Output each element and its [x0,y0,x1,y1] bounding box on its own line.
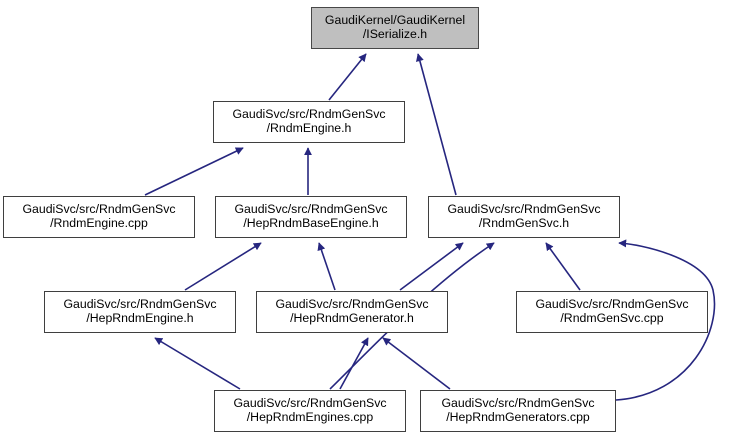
node-label-line2: /HepRndmBaseEngine.h [243,216,379,230]
node-rndmgensvc-cpp[interactable]: GaudiSvc/src/RndmGenSvc /RndmGenSvc.cpp [516,291,708,333]
node-rndmengine-cpp[interactable]: GaudiSvc/src/RndmGenSvc /RndmEngine.cpp [3,196,195,238]
node-heprndmengine-h[interactable]: GaudiSvc/src/RndmGenSvc /HepRndmEngine.h [44,291,236,333]
node-heprndmgenerator-h[interactable]: GaudiSvc/src/RndmGenSvc /HepRndmGenerato… [256,291,448,333]
node-label-line1: GaudiSvc/src/RndmGenSvc [232,107,386,122]
node-label-line1: GaudiSvc/src/RndmGenSvc [63,297,217,312]
edge-rndmengine_cpp-to-rndmengine_h [144,147,244,196]
node-label-line2: /RndmEngine.cpp [50,216,148,230]
node-label-line1: GaudiSvc/src/RndmGenSvc [22,202,176,217]
edge-heprndmengine_h-to-heprndmbaseengine_h [184,242,262,291]
node-label-line1: GaudiSvc/src/RndmGenSvc [234,202,388,217]
node-heprndmbaseengine-h[interactable]: GaudiSvc/src/RndmGenSvc /HepRndmBaseEngi… [215,196,407,238]
node-label-line1: GaudiSvc/src/RndmGenSvc [275,297,429,312]
node-label-line1: GaudiSvc/src/RndmGenSvc [441,396,595,411]
node-label-line1: GaudiSvc/src/RndmGenSvc [535,297,689,312]
edge-heprndmgenerator_h-to-rndmgensvc_h [399,242,464,291]
node-label-line2: /HepRndmGenerator.h [290,311,414,325]
node-iserialize-h[interactable]: GaudiKernel/GaudiKernel /ISerialize.h [311,7,479,49]
node-rndmengine-h[interactable]: GaudiSvc/src/RndmGenSvc /RndmEngine.h [213,101,405,143]
node-heprndmengines-cpp[interactable]: GaudiSvc/src/RndmGenSvc /HepRndmEngines.… [214,390,406,432]
edge-rndmgensvc_h-to-iserialize [416,53,457,196]
node-rndmgensvc-h[interactable]: GaudiSvc/src/RndmGenSvc /RndmGenSvc.h [428,196,620,238]
edge-heprndmengines_cpp-to-heprndmgenerator_h [339,337,369,390]
edge-heprndmgenerator_h-to-heprndmbaseengine_h [317,242,336,291]
edge-heprndmengines_cpp-to-heprndmengine_h [154,337,241,390]
node-label-line1: GaudiSvc/src/RndmGenSvc [447,202,601,217]
edge-rndmengine_h-to-iserialize [328,53,367,101]
node-heprndmgenerators-cpp[interactable]: GaudiSvc/src/RndmGenSvc /HepRndmGenerato… [420,390,616,432]
node-label-line2: /HepRndmGenerators.cpp [446,410,590,424]
node-label-line2: /ISerialize.h [362,27,428,41]
node-label-line2: /RndmEngine.h [266,121,352,135]
edge-heprndmgenerators_cpp-to-heprndmgenerator_h [382,337,451,390]
node-label-line1: GaudiKernel/GaudiKernel [324,13,466,28]
node-label-line2: /HepRndmEngine.h [86,311,194,325]
node-label-line1: GaudiSvc/src/RndmGenSvc [233,396,387,411]
node-label-line2: /RndmGenSvc.cpp [560,311,664,325]
node-label-line2: /RndmGenSvc.h [478,216,570,230]
node-label-line2: /HepRndmEngines.cpp [246,410,374,424]
edge-rndmgensvc_cpp-to-rndmgensvc_h [545,242,581,291]
